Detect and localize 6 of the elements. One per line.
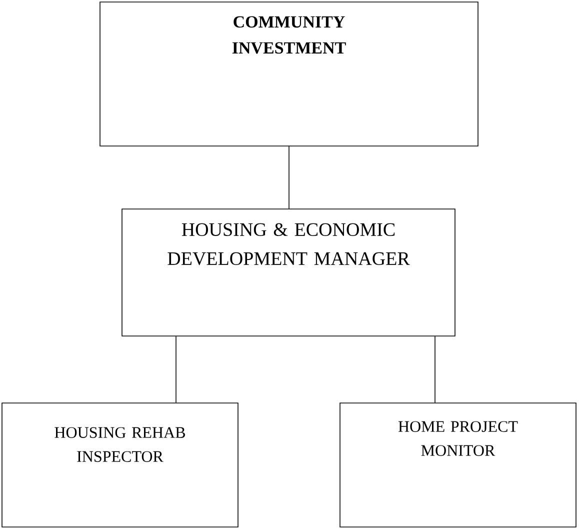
- org-box: HOUSING REHAB INSPECTOR: [2, 402, 238, 528]
- connector-line: [288, 146, 290, 209]
- connector-line: [434, 336, 436, 403]
- org-box: HOUSING & ECONOMIC DEVELOPMENT MANAGER: [122, 208, 456, 336]
- org-box: COMMUNITY INVESTMENT: [100, 2, 478, 146]
- org-box: HOME PROJECT MONITOR: [340, 402, 576, 528]
